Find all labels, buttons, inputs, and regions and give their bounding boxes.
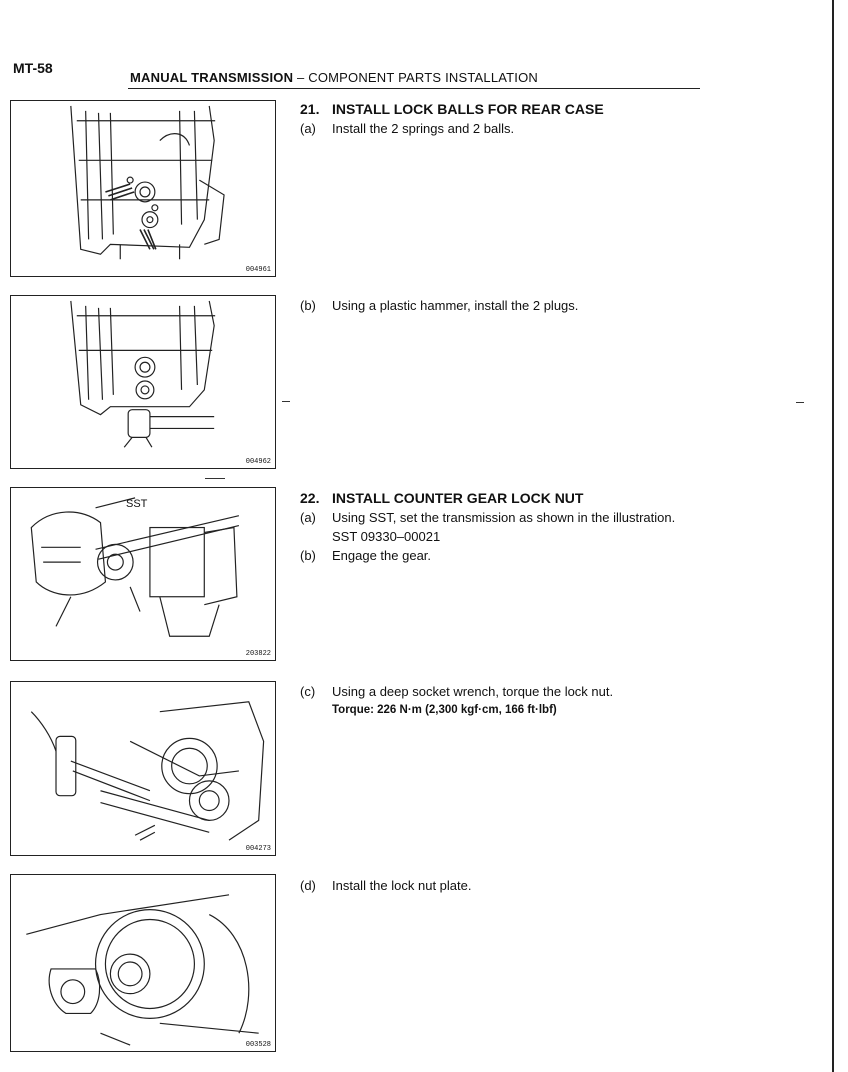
substep-label: (d) xyxy=(300,878,316,893)
substep-text: Engage the gear. xyxy=(332,548,432,563)
step-22-title: 22. INSTALL COUNTER GEAR LOCK NUT xyxy=(300,489,700,508)
substep-text: Using SST, set the transmission as shown… xyxy=(332,510,676,525)
figure-lock-balls-drawing xyxy=(70,105,225,260)
page-header: MANUAL TRANSMISSION – COMPONENT PARTS IN… xyxy=(130,70,538,85)
scan-mark xyxy=(282,401,290,402)
step-number: 22. xyxy=(300,490,320,506)
figure-plugs: 004962 xyxy=(10,295,276,469)
figure-id: 004962 xyxy=(245,458,271,466)
substep-22d: (d) Install the lock nut plate. xyxy=(300,876,700,895)
figure-lock-balls: 004961 xyxy=(10,100,276,277)
header-rule xyxy=(128,88,700,89)
substep-text: Install the lock nut plate. xyxy=(332,878,472,893)
figure-id: 004961 xyxy=(245,266,271,274)
figure-lock-nut-plate: 003528 xyxy=(10,874,276,1052)
page-edge-line xyxy=(832,0,834,1072)
substep-21a: (a) Install the 2 springs and 2 balls. xyxy=(300,119,700,138)
substep-21b: (b) Using a plastic hammer, install the 2… xyxy=(300,296,700,315)
figure-torque-drawing xyxy=(30,701,265,841)
substep-label: (b) xyxy=(300,298,316,313)
figure-callout-sst: SST xyxy=(126,498,148,510)
step-22: 22. INSTALL COUNTER GEAR LOCK NUT (a) Usin… xyxy=(300,489,700,565)
step-21: 21. INSTALL LOCK BALLS FOR REAR CASE (a) I… xyxy=(300,100,700,138)
step-22d: (d) Install the lock nut plate. xyxy=(300,876,700,895)
step-21b: (b) Using a plastic hammer, install the 2… xyxy=(300,296,700,315)
substep-text: Install the 2 springs and 2 balls. xyxy=(332,121,515,136)
header-subsection: COMPONENT PARTS INSTALLATION xyxy=(308,70,539,85)
page-number: MT-58 xyxy=(13,60,53,76)
step-number: 21. xyxy=(300,101,320,117)
substep-22a: (a) Using SST, set the transmission as sh… xyxy=(300,508,700,527)
substep-label: (b) xyxy=(300,548,316,563)
step-title-text: INSTALL LOCK BALLS FOR REAR CASE xyxy=(332,101,604,117)
figure-id: 003528 xyxy=(245,1041,271,1049)
figure-id: 203822 xyxy=(245,650,271,658)
header-separator: – xyxy=(293,70,309,85)
figure-id: 004273 xyxy=(245,845,271,853)
scan-mark xyxy=(796,402,804,403)
figure-plugs-drawing xyxy=(70,300,216,448)
step-title-text: INSTALL COUNTER GEAR LOCK NUT xyxy=(332,490,584,506)
torque-spec: Torque: 226 N·m (2,300 kgf·cm, 166 ft·lb… xyxy=(332,704,557,716)
substep-label: (c) xyxy=(300,684,316,699)
substep-text: Using a deep socket wrench, torque the l… xyxy=(332,684,614,699)
figure-torque-nut: 004273 xyxy=(10,681,276,856)
step-21-title: 21. INSTALL LOCK BALLS FOR REAR CASE xyxy=(300,100,700,119)
substep-text: Using a plastic hammer, install the 2 pl… xyxy=(332,298,579,313)
sst-number: SST 09330–00021 xyxy=(332,529,441,544)
header-section: MANUAL TRANSMISSION xyxy=(130,70,294,85)
substep-22c: (c) Using a deep socket wrench, torque th… xyxy=(300,682,700,701)
substep-label: (a) xyxy=(300,510,316,525)
scan-mark xyxy=(205,478,225,479)
substep-label: (a) xyxy=(300,121,316,136)
substep-22b: (b) Engage the gear. xyxy=(300,546,700,565)
figure-sst-drawing xyxy=(30,497,240,637)
figure-sst-setup: SST 203822 xyxy=(10,487,276,661)
step-22c: (c) Using a deep socket wrench, torque th… xyxy=(300,682,700,720)
figure-plate-drawing xyxy=(26,894,259,1046)
